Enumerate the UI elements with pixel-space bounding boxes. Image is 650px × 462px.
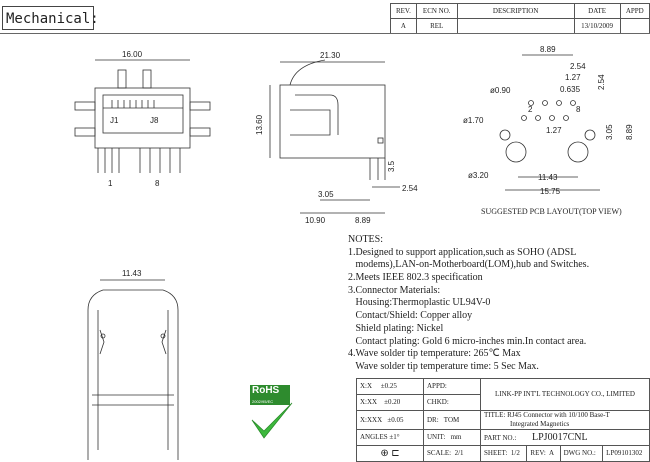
dim: 15.75: [540, 187, 561, 196]
dim: 2.54: [402, 184, 418, 193]
note-line: Contact/Shield: Copper alloy: [348, 310, 473, 322]
dim: ø0.90: [490, 86, 511, 95]
sheet: SHEET: 1/2: [479, 445, 528, 462]
drawing-title: TITLE: RJ45 Connector with 10/100 Base-T: [484, 411, 610, 419]
pcb-caption: SUGGESTED PCB LAYOUT(TOP VIEW): [481, 207, 622, 216]
company: LINK-PP INT'L TECHNOLOGY CO., LIMITED: [480, 378, 650, 411]
pin-number: 8: [155, 179, 160, 188]
tolerance: X:XXX ±0.05: [356, 410, 424, 430]
pin-number: 1: [108, 179, 113, 188]
dim: ø3.20: [468, 171, 489, 180]
drawing-title-2: Integrated Magnetics: [510, 420, 570, 428]
appd: APPD:: [423, 378, 481, 395]
note-line: Contact plating: Gold 6 micro-inches min…: [348, 335, 587, 347]
dim: 1.27: [546, 126, 562, 135]
rohs-label: RoHS: [252, 385, 280, 396]
dim: 21.30: [320, 51, 341, 60]
side-view: 21.30 13.60 3.5 2.54 3.05 10.90 8.89: [255, 51, 418, 225]
dim: 10.90: [305, 216, 326, 225]
dim: ø1.70: [463, 116, 484, 125]
note-line: 1.Designed to support application,such a…: [348, 246, 577, 258]
note-line: 3.Connector Materials:: [348, 284, 441, 296]
unit: UNIT: mm: [423, 429, 481, 446]
dim: 3.05: [605, 124, 614, 140]
dim: 1.27: [565, 73, 581, 82]
dim: 8.89: [540, 45, 556, 54]
bottom-view: 11.43: [87, 269, 179, 460]
dim: 2.54: [570, 62, 586, 71]
notes-title: NOTES:: [348, 234, 383, 245]
dim: 13.60: [255, 114, 264, 135]
note-line: 2.Meets IEEE 802.3 specification: [348, 272, 483, 284]
angles: ANGLES ±1°: [356, 429, 424, 446]
tolerance: X:X ±0.25: [356, 378, 424, 395]
note-line: Wave solder tip temperature time: 5 Sec …: [348, 360, 539, 372]
sheet-title: Mechanical:: [2, 6, 99, 30]
note-line: modems),LAN-on-Motherboard(LOM),hub and …: [348, 259, 590, 271]
frame-line: [0, 33, 650, 34]
dwg-no-label: DWG NO.:: [559, 445, 604, 462]
dim: 3.05: [318, 190, 334, 199]
pin-label: 2: [528, 105, 533, 114]
front-width-dim: 16.00: [122, 50, 143, 59]
rev: REV: A: [526, 445, 561, 462]
rohs-logo: [250, 385, 293, 439]
part-no-label: PART NO.:: [484, 433, 517, 442]
rohs-sub: 2002/95/EC: [252, 399, 274, 404]
dim: 2.54: [597, 74, 606, 90]
pin-label: J1: [110, 116, 119, 125]
appd-header: APPD: [619, 3, 650, 19]
dim: 8.89: [355, 216, 371, 225]
dim: 0.635: [560, 85, 581, 94]
tolerance: X:XX ±0.20: [356, 394, 424, 411]
notes: NOTES: 1.Designed to support application…: [348, 234, 589, 374]
dwg-no: LP09101302: [602, 445, 650, 462]
pin-label: 8: [576, 105, 581, 114]
note-line: Housing:Thermoplastic UL94V-0: [348, 297, 491, 309]
pin-label: J8: [150, 116, 159, 125]
pcb-layout: 8.89 2.54 1.27 0.635 2.54 ø0.90 2 8 ø1.70…: [463, 45, 634, 216]
note-line: Shield plating: Nickel: [348, 322, 444, 334]
front-view: 16.00 J1 J8 1 8: [74, 50, 211, 188]
chkd: CHKD:: [423, 394, 481, 411]
part-no: LPJ0017CNL: [532, 431, 588, 443]
drawn-by: DR: TOM: [423, 410, 481, 430]
dim: 11.43: [538, 173, 558, 182]
scale: SCALE: 2/1: [423, 445, 481, 462]
dim: 8.89: [625, 124, 634, 140]
dim: 11.43: [122, 269, 142, 278]
dim: 3.5: [387, 160, 396, 172]
projection-symbol-icon: ⊕ ⊏: [356, 445, 424, 462]
note-line: 4.Wave solder tip temperature: 265℃ Max: [348, 348, 521, 360]
